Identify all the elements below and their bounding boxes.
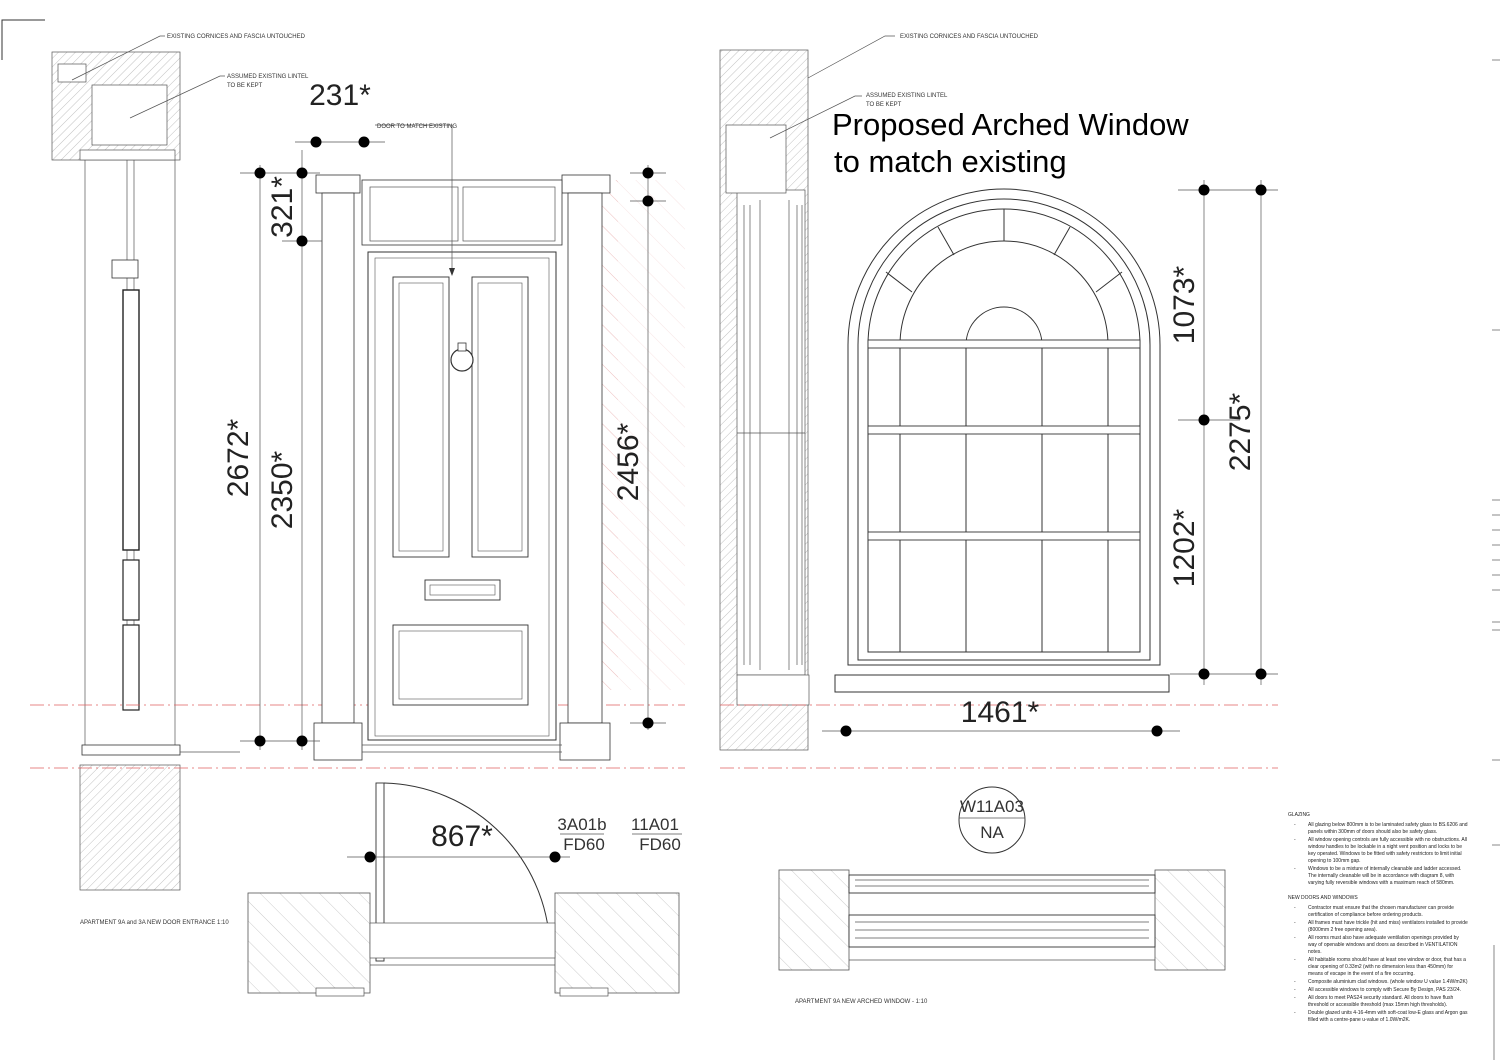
door-tag-b-top: 11A01 — [631, 815, 679, 834]
doors-note: All habitable rooms should have at least… — [1294, 957, 1468, 978]
label-lintel-left-1: ASSUMED EXISTING LINTEL — [227, 74, 309, 80]
doors-note: All frames must have trickle (hit and mi… — [1294, 920, 1468, 934]
door-section-annotations: EXISTING CORNICES AND FASCIA UNTOUCHED A… — [71, 34, 309, 926]
window-tag-bottom: NA — [980, 823, 1004, 842]
dim-2275: 2275* — [1224, 392, 1257, 471]
label-cornices-left: EXISTING CORNICES AND FASCIA UNTOUCHED — [167, 34, 306, 40]
window-dimensions: 1073* 2275* 1202* 1461* — [822, 180, 1278, 737]
door-plan: 867* 3A01b FD60 11A01 FD60 — [247, 782, 682, 997]
glazing-note: Windows to be a mixture of internally cl… — [1294, 866, 1468, 887]
dim-2672: 2672* — [222, 418, 255, 497]
door-section — [30, 51, 685, 891]
label-lintel-left-2: TO BE KEPT — [227, 83, 263, 89]
dim-1461: 1461* — [961, 696, 1040, 729]
label-lintel-right-1: ASSUMED EXISTING LINTEL — [866, 93, 948, 99]
specification-notes: GLAZING All glazing below 800mm is to be… — [1288, 812, 1468, 1032]
glazing-note: All glazing below 800mm is to be laminat… — [1294, 822, 1468, 836]
doors-note: Composite aluminium clad windows. (whole… — [1294, 979, 1468, 986]
label-lintel-right-2: TO BE KEPT — [866, 102, 902, 108]
label-door-match: DOOR TO MATCH EXISTING — [377, 124, 457, 130]
dim-1202: 1202* — [1168, 508, 1201, 587]
glazing-note: All window opening controls are fully ac… — [1294, 837, 1468, 865]
door-tag-a-top: 3A01b — [557, 815, 606, 834]
doors-note: Contractor must ensure that the chosen m… — [1294, 905, 1468, 919]
dim-1073: 1073* — [1168, 265, 1201, 344]
door-dimensions: 231* 321* 2672* 2350* 2456* — [222, 79, 666, 750]
window-section: EXISTING CORNICES AND FASCIA UNTOUCHED A… — [719, 34, 1278, 769]
door-elevation: DOOR TO MATCH EXISTING — [313, 124, 685, 761]
dim-2456: 2456* — [612, 422, 645, 501]
door-tag-a-bottom: FD60 — [563, 835, 605, 854]
doors-windows-heading: NEW DOORS AND WINDOWS — [1288, 895, 1358, 901]
label-cornices-right: EXISTING CORNICES AND FASCIA UNTOUCHED — [900, 34, 1039, 40]
dim-231: 231* — [309, 79, 371, 112]
dim-2350: 2350* — [266, 450, 299, 529]
sheet-corner-mark — [1, 19, 45, 60]
door-tag-b-bottom: FD60 — [639, 835, 681, 854]
window-tag: W11A03 NA — [958, 786, 1026, 854]
dim-321: 321* — [266, 176, 299, 238]
sheet-margin-ticks — [1492, 59, 1500, 1060]
doors-note: All rooms must also have adequate ventil… — [1294, 935, 1468, 956]
doors-note: All accessible windows to comply with Se… — [1294, 987, 1468, 994]
window-plan: APARTMENT 9A NEW ARCHED WINDOW - 1:10 — [778, 869, 1226, 1005]
arched-window-elevation — [834, 188, 1170, 693]
glazing-heading: GLAZING — [1288, 812, 1310, 818]
window-title-line-1: Proposed Arched Window — [832, 107, 1189, 142]
dim-867: 867* — [431, 820, 493, 853]
doors-note: Double glazed units 4-16-4mm with soft-c… — [1294, 1010, 1468, 1024]
glazing-notes-list: All glazing below 800mm is to be laminat… — [1288, 822, 1468, 887]
window-title-line-2: to match existing — [834, 144, 1067, 179]
window-tag-top: W11A03 — [960, 797, 1024, 816]
doors-note: All doors to meet PAS24 security standar… — [1294, 995, 1468, 1009]
window-drawing-caption: APARTMENT 9A NEW ARCHED WINDOW - 1:10 — [795, 999, 928, 1005]
doors-notes-list: Contractor must ensure that the chosen m… — [1288, 905, 1468, 1024]
door-drawing-caption: APARTMENT 9A and 3A NEW DOOR ENTRANCE 1:… — [80, 920, 229, 926]
